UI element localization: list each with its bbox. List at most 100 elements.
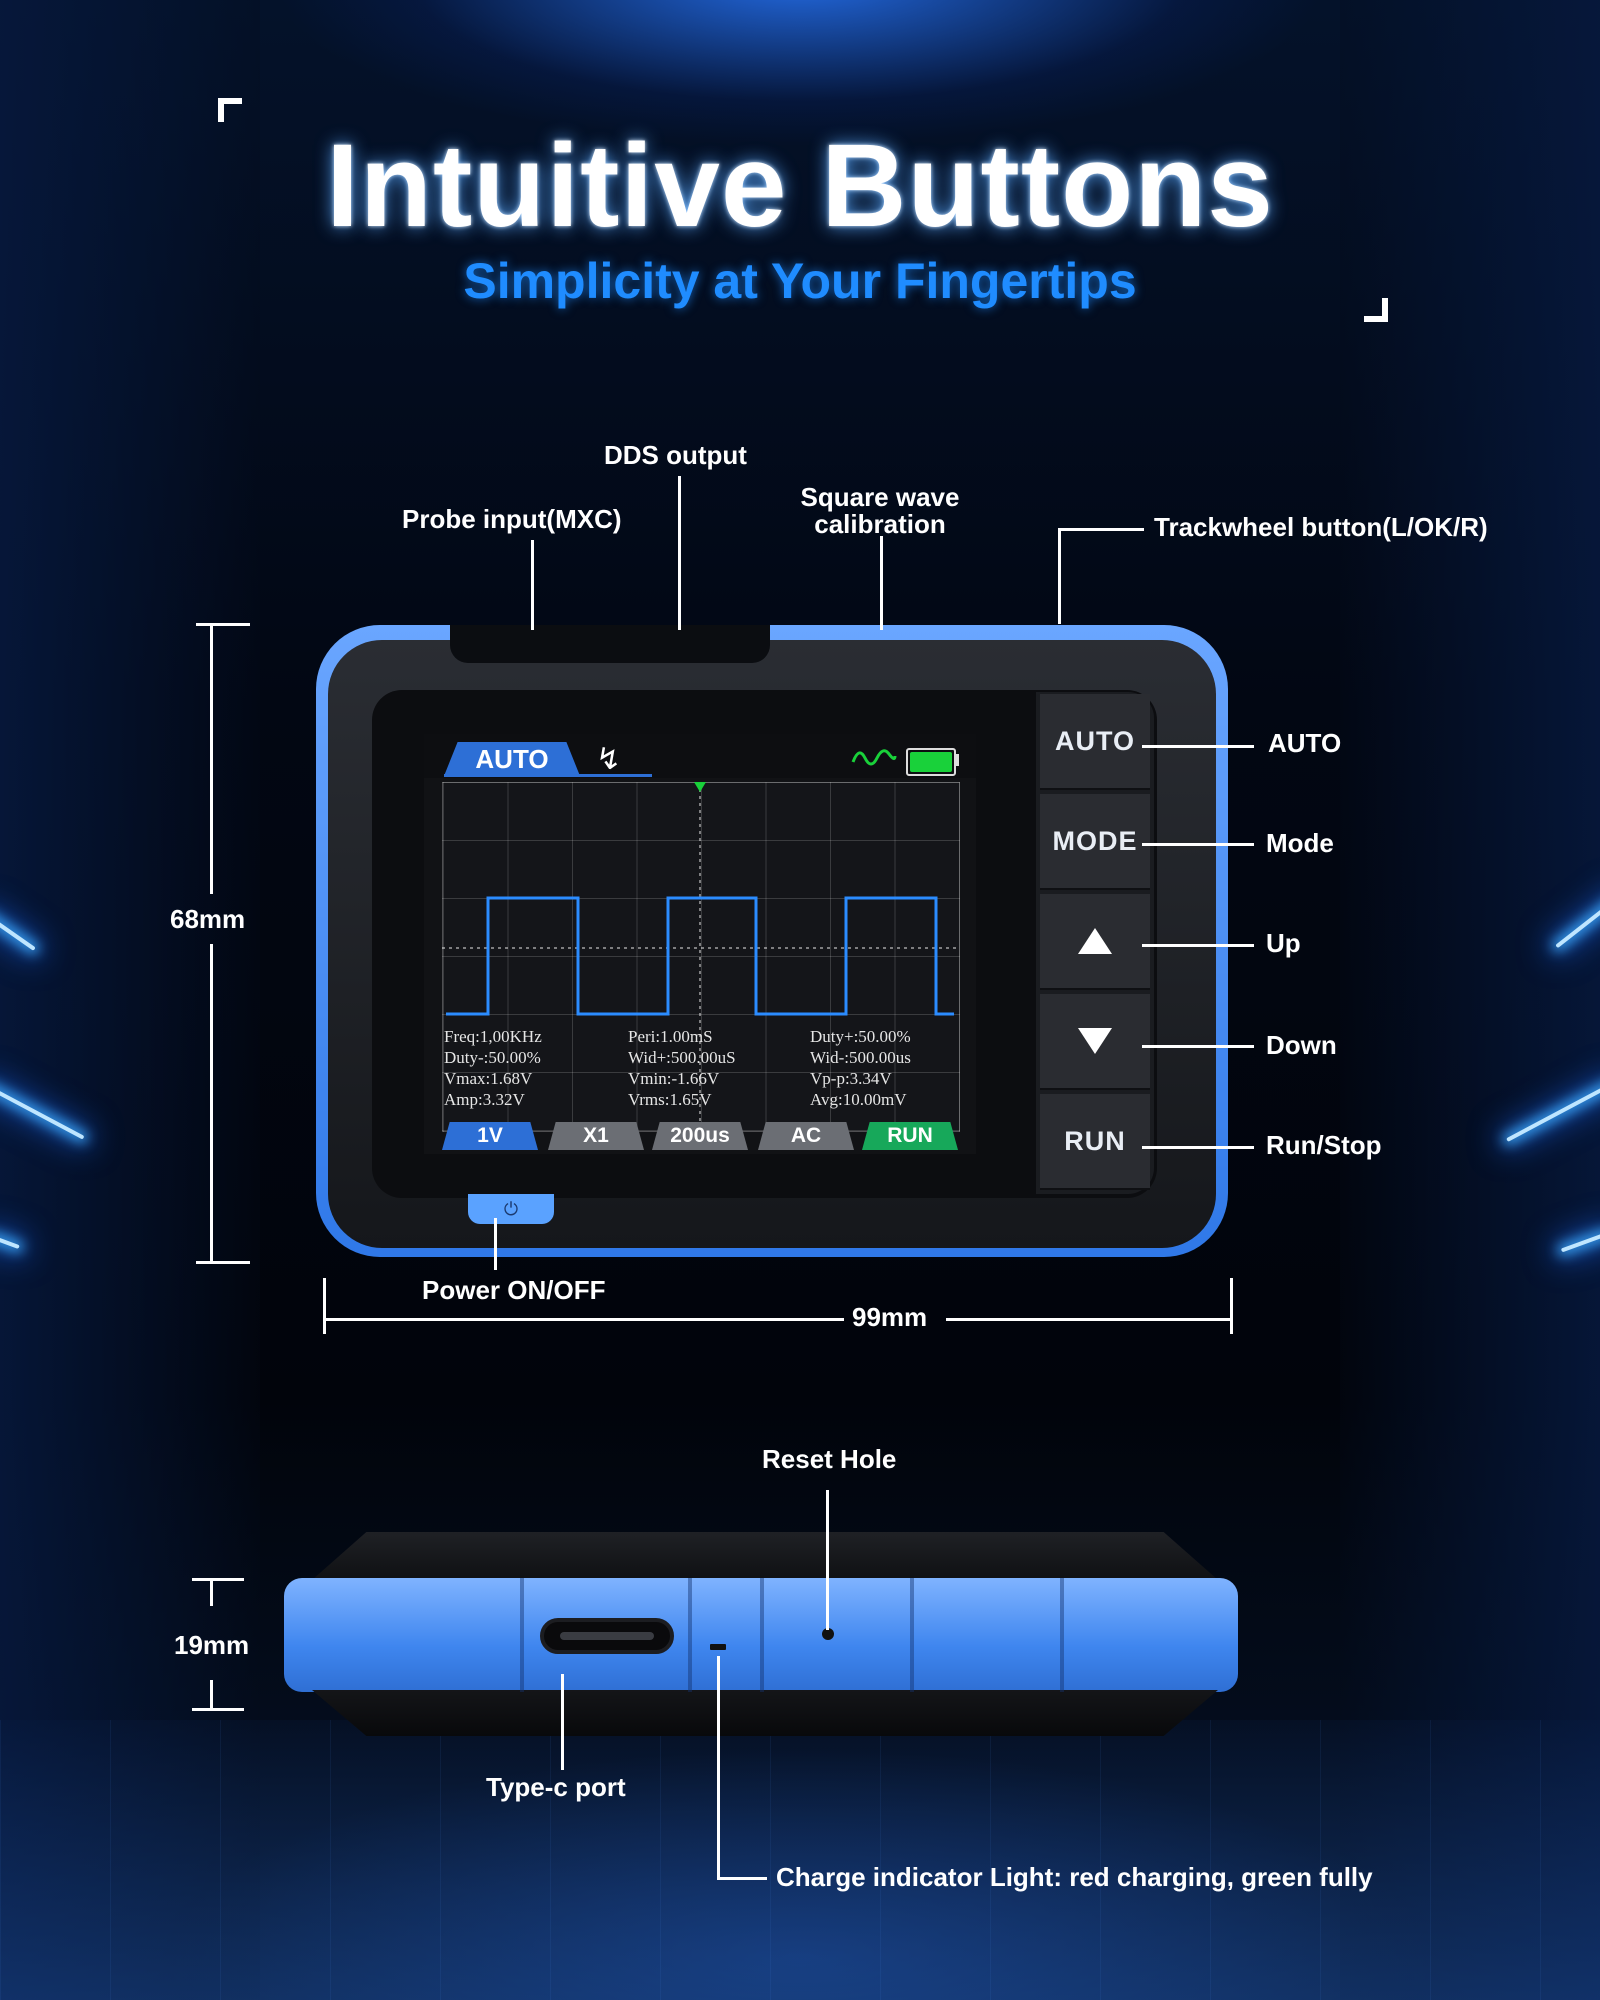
- dimension-tick: [1230, 1278, 1233, 1334]
- leader-line: [561, 1674, 564, 1770]
- dimension-line: [946, 1318, 1232, 1321]
- mode-button-label: MODE: [1052, 825, 1138, 856]
- thickness-dimension: 19mm: [174, 1630, 250, 1660]
- auto-button[interactable]: AUTO: [1040, 694, 1150, 790]
- measurement-value: Wid-:500.00us: [810, 1048, 911, 1067]
- square-wave-label-line: calibration: [814, 509, 946, 539]
- measurement-panel: Freq:1,00KHz Duty-:50.00% Vmax:1.68V Amp…: [444, 1026, 954, 1112]
- measurement-value: Freq:1,00KHz: [444, 1027, 542, 1046]
- side-blue-shell: [284, 1578, 1238, 1692]
- side-rib: [520, 1578, 524, 1692]
- measurement-value: Vmin:-1.66V: [628, 1069, 720, 1088]
- right-pillar: [1340, 0, 1600, 2000]
- left-pillar: [0, 0, 260, 2000]
- square-wave-label: Square wave calibration: [800, 482, 960, 540]
- battery-fill: [910, 752, 952, 772]
- square-wave-label-line: Square wave: [800, 482, 960, 512]
- auto-label: AUTO: [1268, 728, 1342, 758]
- measurement-value: Vmax:1.68V: [444, 1069, 533, 1088]
- corner-bracket: [218, 98, 242, 122]
- run-button[interactable]: RUN: [1040, 1094, 1150, 1190]
- leader-line: [1142, 944, 1254, 947]
- leader-line: [717, 1656, 720, 1880]
- leader-line: [1142, 745, 1254, 748]
- down-button[interactable]: [1040, 994, 1150, 1090]
- down-label: Down: [1266, 1030, 1337, 1060]
- time-base-chip: 200us: [652, 1122, 748, 1150]
- triangle-down-icon: [1078, 1028, 1112, 1054]
- trackwheel-label: Trackwheel button(L/OK/R): [1154, 512, 1488, 542]
- width-dimension: 99mm: [852, 1302, 928, 1332]
- measurement-value: Duty-:50.00%: [444, 1048, 541, 1067]
- battery-cap: [954, 754, 959, 766]
- measurement-value: Avg:10.00mV: [810, 1090, 907, 1109]
- floor: [0, 1720, 1600, 2000]
- mode-tab: AUTO: [444, 742, 580, 776]
- measurement-value: Vrms:1.65V: [628, 1090, 712, 1109]
- probe-input-label: Probe input(MXC): [402, 504, 622, 534]
- measurement-value: Amp:3.32V: [444, 1090, 525, 1109]
- mode-label: Mode: [1266, 828, 1334, 858]
- leader-line: [1142, 1045, 1254, 1048]
- dimension-line: [210, 624, 213, 894]
- height-dimension: 68mm: [170, 904, 246, 934]
- dimension-line: [210, 1578, 213, 1606]
- run-button-label: RUN: [1064, 1125, 1126, 1156]
- dimension-tick: [323, 1278, 326, 1334]
- measurement-column: Peri:1.00mS Wid+:500.00uS Vmin:-1.66V Vr…: [628, 1026, 736, 1110]
- page-subtitle: Simplicity at Your Fingertips: [463, 253, 1137, 309]
- power-icon: ⏻: [503, 1198, 519, 1219]
- reset-hole[interactable]: [822, 1628, 834, 1640]
- leader-line: [1058, 528, 1144, 531]
- measurement-value: Vp-p:3.34V: [810, 1069, 892, 1088]
- leader-line: [826, 1490, 829, 1630]
- leader-line: [880, 536, 883, 630]
- side-rib: [910, 1578, 914, 1692]
- side-top-cover: [312, 1532, 1218, 1580]
- triangle-up-icon: [1078, 928, 1112, 954]
- side-rib: [760, 1578, 764, 1692]
- measurement-value: Peri:1.00mS: [628, 1027, 713, 1046]
- side-rib: [1060, 1578, 1064, 1692]
- leader-line: [678, 476, 681, 630]
- dimension-tick: [196, 623, 250, 626]
- measurement-column: Freq:1,00KHz Duty-:50.00% Vmax:1.68V Amp…: [444, 1026, 542, 1110]
- device-top-ports: [450, 625, 770, 663]
- measurement-value: Wid+:500.00uS: [628, 1048, 736, 1067]
- coupling-chip: AC: [758, 1122, 854, 1150]
- up-button[interactable]: [1040, 894, 1150, 990]
- trigger-edge-icon: ↯: [596, 743, 622, 776]
- charge-indicator-light: [710, 1644, 726, 1650]
- up-label: Up: [1266, 928, 1301, 958]
- dimension-line: [324, 1318, 844, 1321]
- dimension-tick: [192, 1578, 244, 1581]
- dds-output-label: DDS output: [604, 440, 747, 470]
- scope-grid: [442, 782, 960, 1132]
- usb-c-tongue: [560, 1632, 654, 1640]
- mode-button[interactable]: MODE: [1040, 794, 1150, 890]
- battery-icon: [906, 748, 956, 776]
- measurement-value: Duty+:50.00%: [810, 1027, 911, 1046]
- volt-div-chip: 1V: [442, 1122, 538, 1150]
- run-stop-label: Run/Stop: [1266, 1130, 1382, 1160]
- leader-line: [1142, 1146, 1254, 1149]
- dimension-line: [210, 1680, 213, 1710]
- page-title: Intuitive Buttons: [326, 120, 1274, 252]
- leader-line: [1058, 528, 1061, 624]
- leader-line: [531, 540, 534, 630]
- probe-ratio-chip: X1: [548, 1122, 644, 1150]
- run-status-chip: RUN: [862, 1122, 958, 1150]
- power-label: Power ON/OFF: [422, 1275, 606, 1305]
- leader-line: [494, 1218, 497, 1270]
- square-waveform: [442, 782, 958, 1130]
- leader-line: [1142, 843, 1254, 846]
- type-c-label: Type-c port: [486, 1772, 626, 1802]
- dimension-tick: [192, 1708, 244, 1711]
- charge-light-label: Charge indicator Light: red charging, gr…: [776, 1862, 1373, 1892]
- dimension-tick: [196, 1261, 250, 1264]
- dimension-line: [210, 944, 213, 1262]
- auto-button-label: AUTO: [1054, 725, 1135, 756]
- corner-bracket: [1364, 298, 1388, 322]
- side-rib: [688, 1578, 692, 1692]
- power-button[interactable]: ⏻: [468, 1194, 554, 1224]
